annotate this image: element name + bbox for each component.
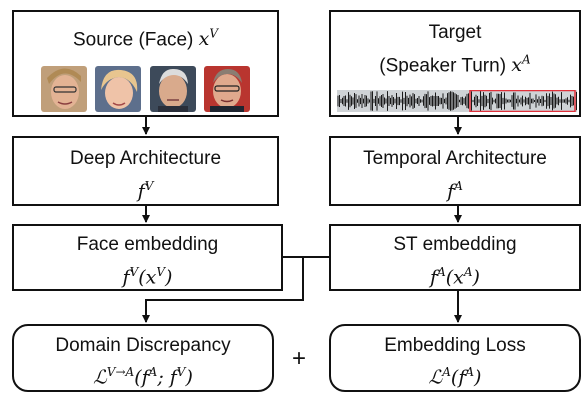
face-embedding-formula: fV(xV): [14, 260, 281, 289]
face-embedding-title: Face embedding: [76, 234, 219, 255]
face-photo-2: [95, 66, 142, 112]
domain-discrepancy-title: Domain Discrepancy: [55, 335, 231, 356]
dd-sep: ; f: [157, 366, 177, 389]
plus-sign: +: [291, 345, 306, 372]
source-var: xV: [198, 27, 219, 51]
deep-arch-title: Deep Architecture: [69, 148, 222, 169]
face-thumbnails: [14, 66, 277, 112]
st-embedding-title: ST embedding: [393, 234, 517, 255]
audio-waveform: [337, 90, 577, 112]
dd-L-sup: V→A: [106, 365, 135, 379]
deep-arch-formula: fV: [14, 174, 277, 203]
embedding-loss-box: Embedding Loss ℒA(fA): [329, 324, 581, 392]
deep-arch-sup: V: [144, 179, 154, 193]
source-var-letter: x: [198, 28, 210, 51]
st-emb-f: f: [430, 266, 438, 289]
el-L-sup: A: [442, 365, 451, 379]
target-title-text: (Speaker Turn): [379, 55, 512, 77]
st-embedding-box: ST embedding fA(xA): [329, 224, 581, 291]
dd-close: ): [185, 366, 193, 389]
dd-L: ℒ: [93, 366, 107, 389]
target-speaker-turn-box: Target (Speaker Turn) xA: [329, 10, 581, 117]
face-photo-1: [40, 66, 87, 112]
st-emb-sup: A: [437, 265, 446, 279]
face-emb-sup: V: [129, 265, 139, 279]
face-emb-arg-sup: V: [156, 265, 166, 279]
source-var-sup: V: [209, 27, 219, 41]
merge-line: [146, 256, 330, 301]
el-close: ): [474, 366, 482, 389]
target-title-line2: (Speaker Turn) xA: [331, 48, 579, 77]
target-var: xA: [511, 53, 531, 77]
target-var-sup: A: [522, 53, 531, 67]
deep-arch-f: f: [137, 180, 145, 203]
speaker-turn-highlight: [469, 90, 576, 112]
face-photo-4: [204, 66, 251, 112]
face-emb-arg: (x: [138, 266, 157, 289]
st-emb-arg: (x: [445, 266, 464, 289]
dd-args-sup2: V: [176, 365, 186, 379]
target-var-letter: x: [511, 54, 523, 77]
el-L: ℒ: [428, 366, 443, 389]
domain-discrepancy-formula: ℒV→A(fA; fV): [14, 360, 272, 389]
domain-discrepancy-box: Domain Discrepancy ℒV→A(fA; fV): [12, 324, 274, 392]
face-embedding-box: Face embedding fV(xV): [12, 224, 283, 291]
face-photo-3: [149, 66, 196, 112]
temporal-arch-f: f: [447, 180, 455, 203]
deep-architecture-box: Deep Architecture fV: [12, 136, 279, 206]
dd-args: (f: [134, 366, 149, 389]
source-title: Source (Face) xV: [14, 22, 277, 51]
face-emb-close: ): [165, 266, 173, 289]
temporal-architecture-box: Temporal Architecture fA: [329, 136, 581, 206]
dd-args-sup1: A: [148, 365, 158, 379]
el-arg-sup: A: [465, 365, 475, 379]
temporal-arch-title: Temporal Architecture: [363, 148, 547, 169]
st-emb-close: ): [472, 266, 480, 289]
source-title-text: Source (Face): [72, 29, 199, 51]
embedding-loss-title: Embedding Loss: [384, 335, 526, 356]
st-emb-arg-sup: A: [463, 265, 473, 279]
el-arg: (f: [450, 366, 466, 389]
target-title-line1: Target: [428, 22, 482, 43]
temporal-arch-sup: A: [454, 179, 463, 193]
embedding-loss-formula: ℒA(fA): [331, 360, 579, 389]
source-face-box: Source (Face) xV: [12, 10, 279, 117]
face-emb-f: f: [122, 266, 130, 289]
st-embedding-formula: fA(xA): [331, 260, 579, 289]
temporal-arch-formula: fA: [331, 174, 579, 203]
